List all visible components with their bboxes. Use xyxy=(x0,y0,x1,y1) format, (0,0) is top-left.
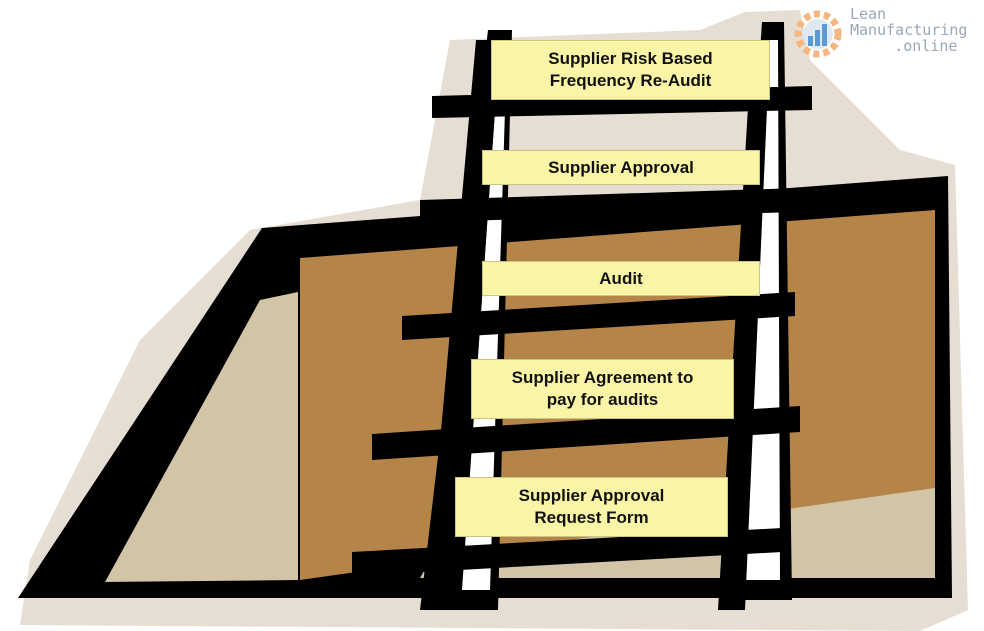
logo-line3: .online xyxy=(894,37,958,55)
step-label-line1: Supplier Approval xyxy=(548,157,694,177)
step-supplier-agreement: Supplier Agreement to pay for audits xyxy=(471,359,734,419)
gear-chart-icon xyxy=(794,10,842,58)
logo-line2: Manufacturing xyxy=(850,21,968,39)
step-supplier-approval: Supplier Approval xyxy=(482,150,760,185)
logo-line1: Lean xyxy=(850,5,887,23)
ladder-rung-2 xyxy=(420,188,800,222)
step-label-line1: Supplier Approval xyxy=(518,486,665,505)
step-risk-based-reaudit: Supplier Risk Based Frequency Re-Audit xyxy=(491,40,770,100)
step-label-line2: pay for audits xyxy=(546,390,659,409)
step-label-line2: Request Form xyxy=(534,508,649,527)
hole-left-wall xyxy=(105,292,298,582)
ladder-rung-5 xyxy=(352,528,782,576)
step-label-line1: Audit xyxy=(599,268,643,288)
step-approval-request-form: Supplier Approval Request Form xyxy=(455,477,728,537)
step-label-line1: Supplier Risk Based xyxy=(548,49,713,68)
step-audit: Audit xyxy=(482,261,760,296)
ladder-rung-4 xyxy=(372,406,800,460)
brand-logo: Lean Manufacturing .online xyxy=(790,4,980,62)
logo-text: Lean Manufacturing .online xyxy=(850,6,967,54)
step-label-line1: Supplier Agreement to xyxy=(511,368,694,387)
step-label-line2: Frequency Re-Audit xyxy=(549,71,712,90)
ladder-rung-3 xyxy=(402,292,795,340)
